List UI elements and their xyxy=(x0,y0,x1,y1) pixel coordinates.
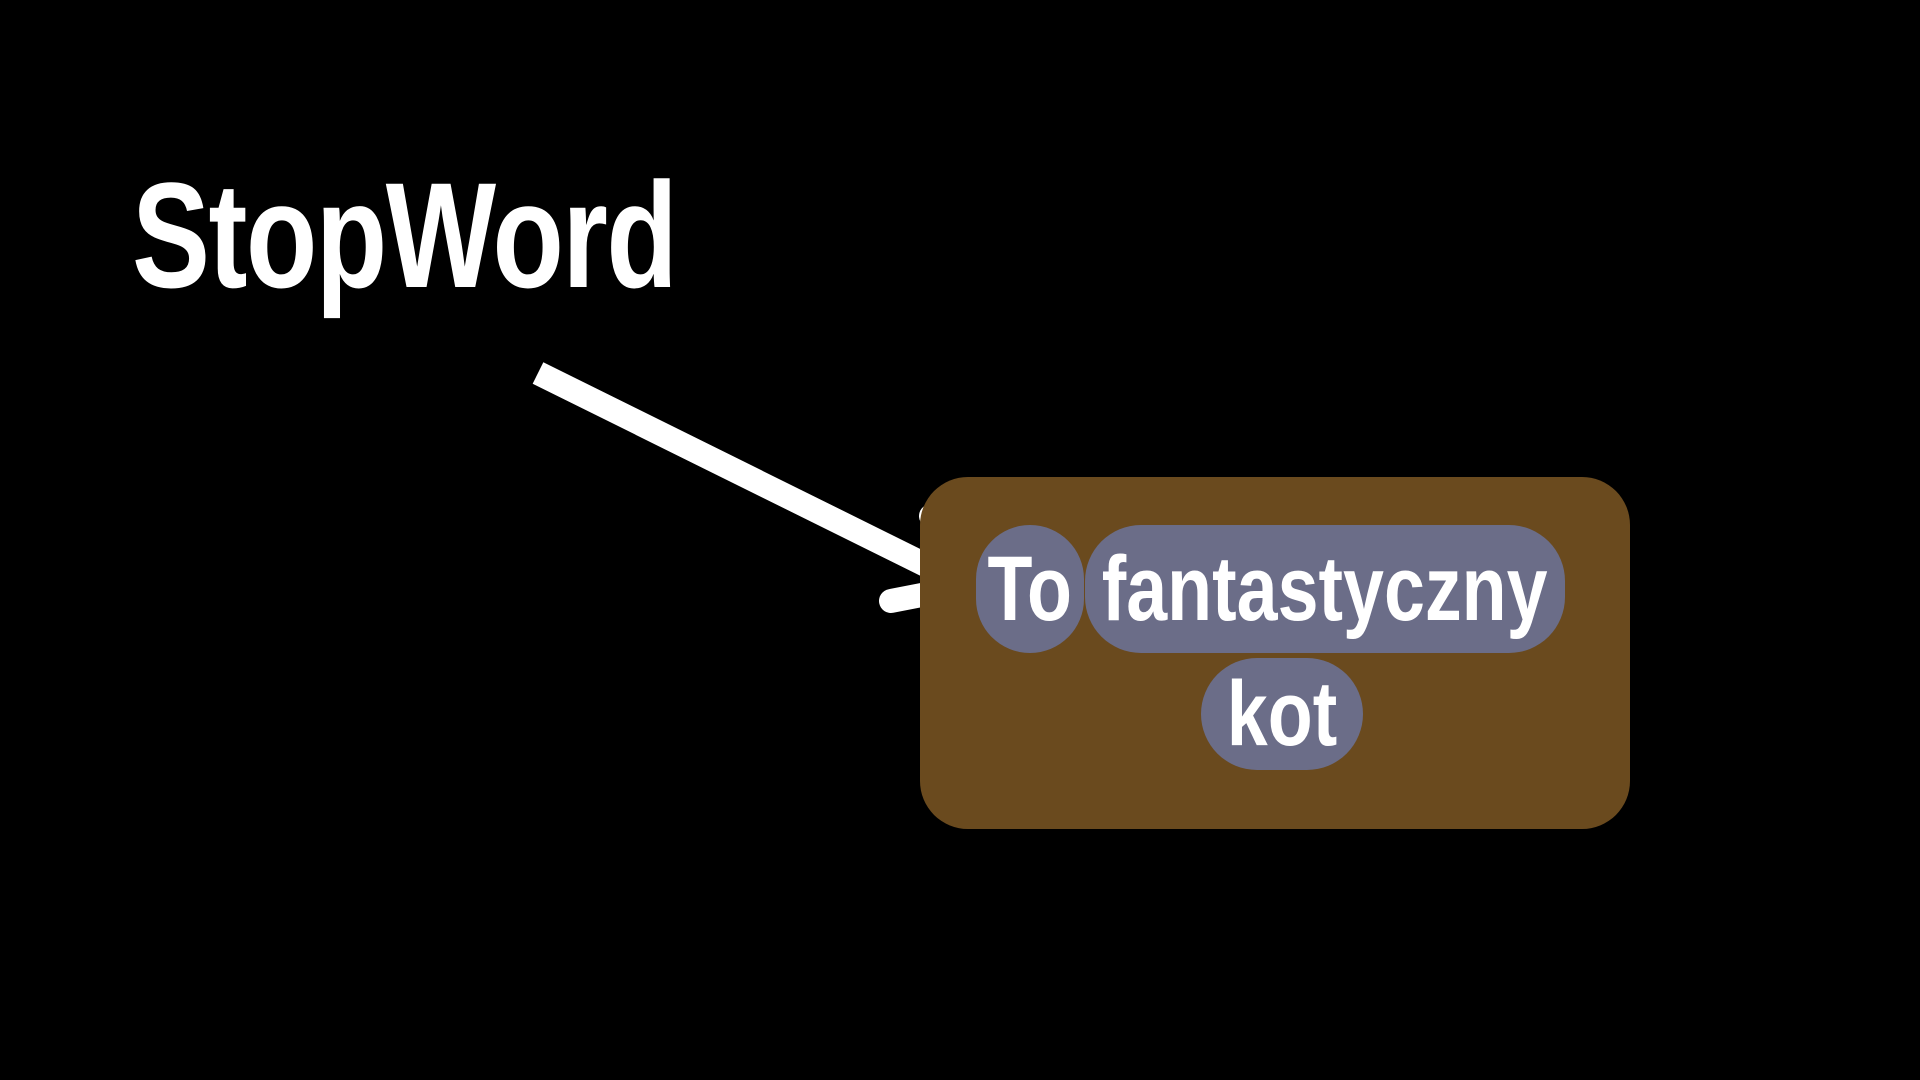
arrow-shaft xyxy=(532,362,974,597)
token-text: fantastyczny xyxy=(1102,538,1548,640)
token-kot: kot xyxy=(1201,658,1363,770)
token-stopword-to: To xyxy=(976,525,1084,653)
token-fantastyczny: fantastyczny xyxy=(1085,525,1565,653)
token-text: To xyxy=(987,538,1073,640)
token-text: kot xyxy=(1226,663,1338,765)
stopword-label: StopWord xyxy=(132,151,678,319)
